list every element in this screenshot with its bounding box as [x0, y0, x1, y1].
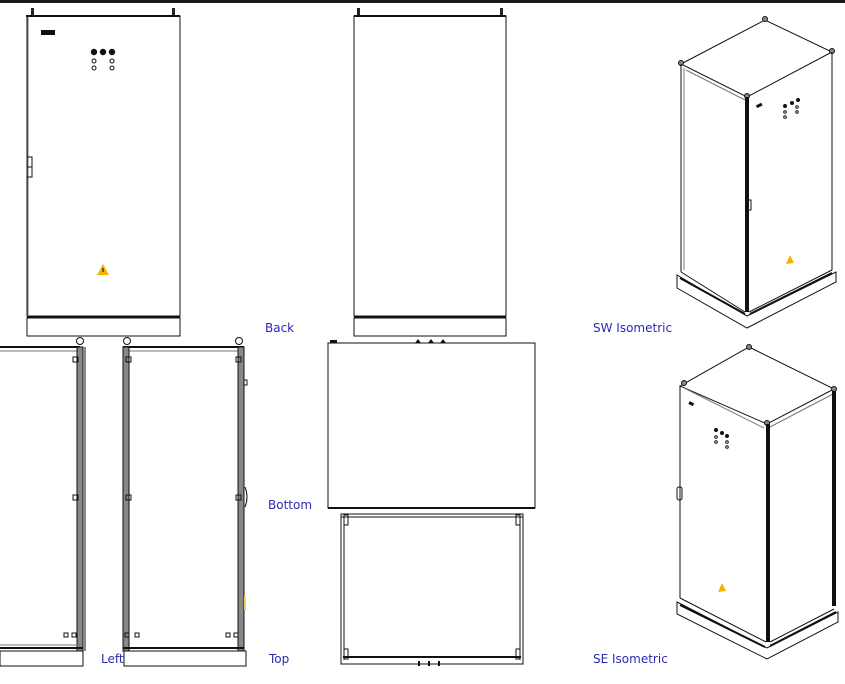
door-handle-icon: [746, 199, 752, 211]
view-label-back[interactable]: Back: [265, 321, 295, 335]
lifting-eye-icon: [681, 344, 837, 426]
se-isometric-view[interactable]: [676, 344, 839, 660]
top-view[interactable]: [122, 346, 248, 667]
indicator-lamp-icon: [714, 428, 729, 449]
bottom-view[interactable]: [327, 339, 536, 509]
view-label-bottom[interactable]: Bottom: [268, 498, 313, 512]
top-plan-view[interactable]: [340, 513, 524, 666]
front-view[interactable]: [26, 8, 181, 337]
lifting-eye-icon: [357, 8, 503, 16]
door-handle-icon: [26, 156, 33, 178]
back-view[interactable]: [353, 8, 507, 337]
nameplate-icon: [41, 30, 55, 35]
view-label-top[interactable]: Top: [269, 652, 290, 666]
warning-triangle-icon: [718, 583, 726, 592]
sw-isometric-view[interactable]: [676, 16, 837, 329]
door-handle-icon: [676, 486, 683, 501]
left-view[interactable]: [0, 337, 243, 667]
lifting-eye-icon: [678, 16, 835, 99]
indicator-lamp-icon: [783, 98, 800, 119]
view-label-sw-isometric[interactable]: SW Isometric: [593, 321, 673, 335]
warning-triangle-icon: [786, 255, 794, 264]
lifting-eye-icon: [76, 337, 243, 345]
indicator-lamp-icon: [90, 48, 116, 71]
view-label-left[interactable]: Left: [101, 652, 124, 666]
view-label-se-isometric[interactable]: SE Isometric: [593, 652, 668, 666]
warning-triangle-icon: [97, 264, 109, 275]
lifting-eye-icon: [31, 8, 175, 16]
window-top-border: [0, 0, 845, 3]
